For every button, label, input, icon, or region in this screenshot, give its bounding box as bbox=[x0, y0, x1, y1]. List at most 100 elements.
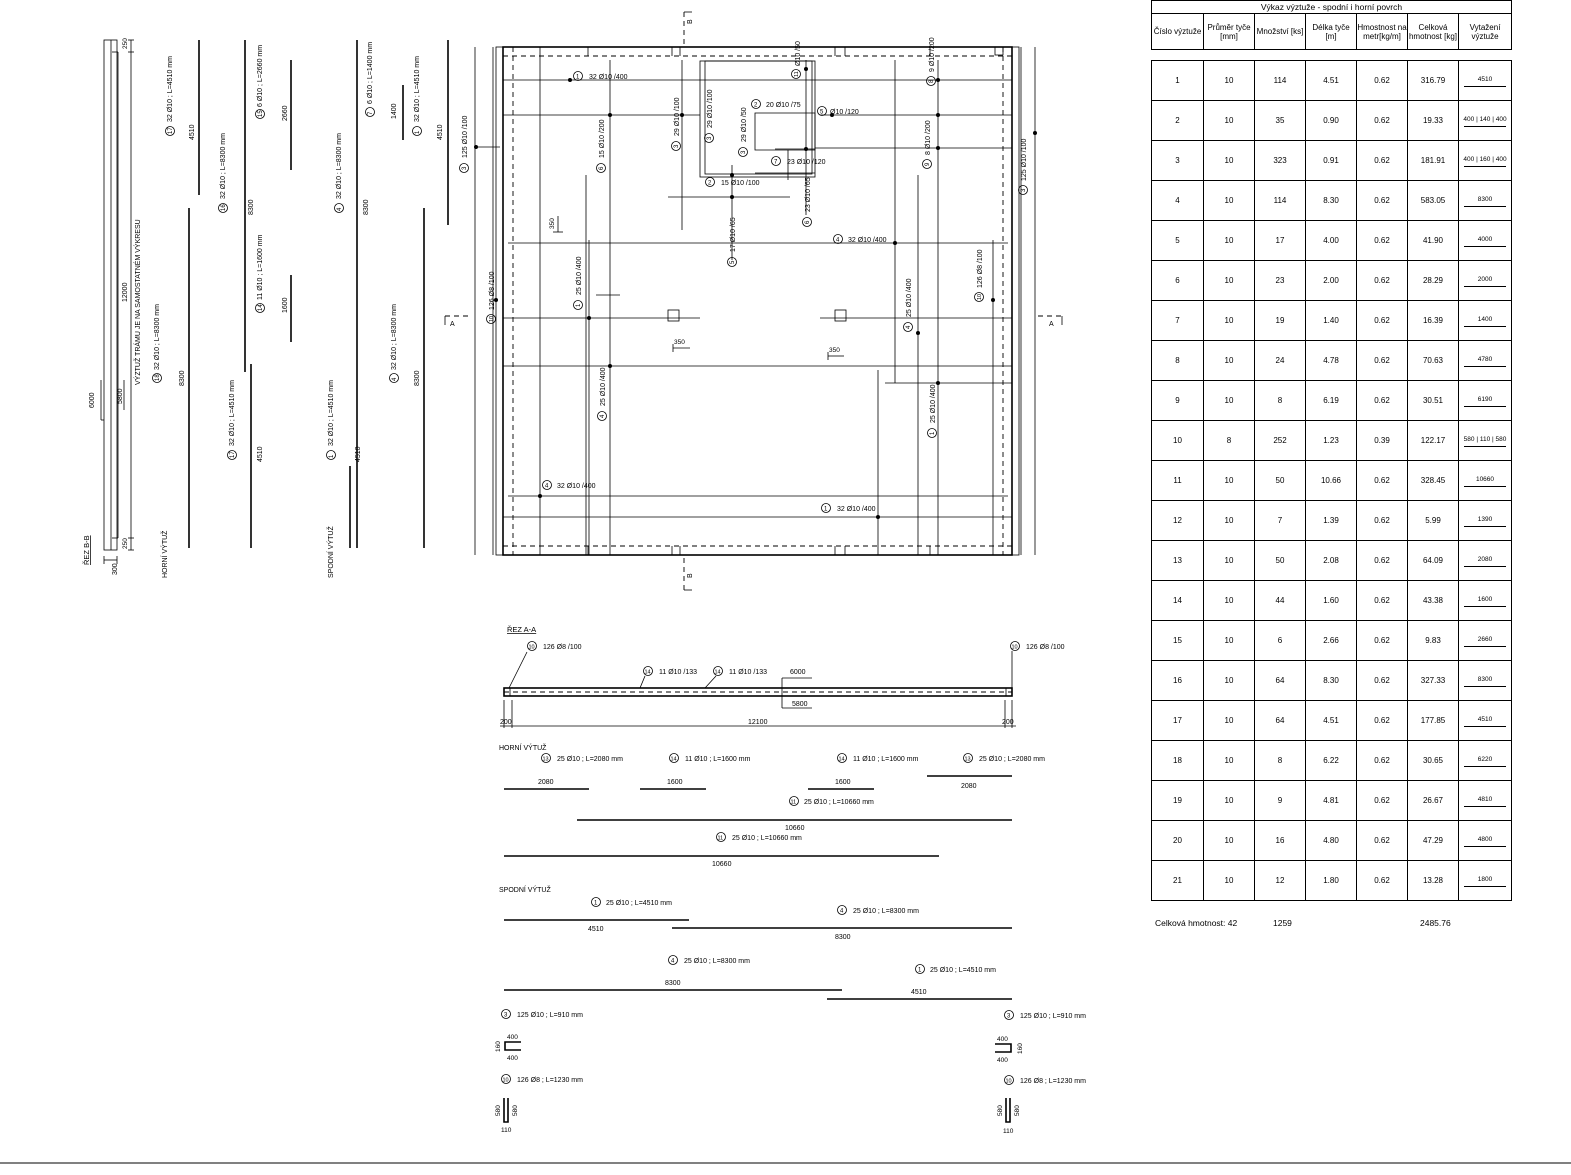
svg-text:10: 10 bbox=[1006, 1079, 1012, 1085]
schedule-cell-no: 15 bbox=[1151, 620, 1204, 661]
svg-text:6000: 6000 bbox=[790, 669, 806, 676]
aa-label: ŘEZ A-A bbox=[507, 625, 536, 634]
svg-text:200: 200 bbox=[1002, 719, 1014, 726]
schedule-cell-total: 13.28 bbox=[1407, 860, 1459, 901]
bar-shape-label: 4800 bbox=[1477, 836, 1493, 843]
schedule-cell-no: 3 bbox=[1151, 140, 1204, 181]
svg-text:10: 10 bbox=[503, 1078, 509, 1084]
schedule-cell-w: 0.62 bbox=[1356, 860, 1408, 901]
schedule-cell-d: 10 bbox=[1203, 820, 1255, 861]
aa-upper-11-b: 11 25 Ø10 ; L=10660 mm 10660 bbox=[504, 832, 939, 868]
schedule-cell-w: 0.62 bbox=[1356, 620, 1408, 661]
svg-text:32 Ø10 ; L=8300 mm: 32 Ø10 ; L=8300 mm bbox=[154, 304, 161, 370]
svg-text:400: 400 bbox=[507, 1034, 518, 1041]
svg-text:580: 580 bbox=[997, 1105, 1004, 1116]
svg-text:110: 110 bbox=[1003, 1128, 1014, 1135]
svg-text:8: 8 bbox=[929, 79, 935, 83]
schedule-cell-qty: 16 bbox=[1254, 820, 1306, 861]
schedule-cell-len: 4.51 bbox=[1305, 60, 1357, 101]
schedule-cell-total: 64.09 bbox=[1407, 540, 1459, 581]
svg-text:4: 4 bbox=[840, 909, 844, 915]
col-header: Průměr tyče [mm] bbox=[1203, 13, 1255, 50]
svg-text:4: 4 bbox=[337, 207, 343, 211]
upper-bar-18: 18 32 Ø10 ; L=8300 mm 8300 bbox=[152, 304, 186, 386]
upper-bar-17a: 17 32 Ø10 ; L=4510 mm 4510 bbox=[165, 56, 196, 140]
schedule-cell-qty: 35 bbox=[1254, 100, 1306, 141]
svg-text:25 Ø10 /400: 25 Ø10 /400 bbox=[600, 367, 607, 406]
bar-shape-line bbox=[1464, 446, 1506, 447]
bb-dim-5800: 5800 bbox=[117, 388, 124, 404]
svg-text:32 Ø10 /400: 32 Ø10 /400 bbox=[589, 74, 628, 81]
schedule-cell-no: 21 bbox=[1151, 860, 1204, 901]
svg-text:7: 7 bbox=[368, 111, 374, 115]
svg-text:126 Ø8 /100: 126 Ø8 /100 bbox=[1026, 644, 1065, 651]
plan-callout-4-bottom: 4 32 Ø10 /400 bbox=[542, 480, 596, 490]
schedule-cell-shape: 6220 bbox=[1458, 740, 1512, 781]
svg-text:15 Ø10 /200: 15 Ø10 /200 bbox=[599, 119, 606, 158]
bb-dim-300: 300 bbox=[112, 563, 119, 575]
svg-text:15 Ø10 /100: 15 Ø10 /100 bbox=[721, 180, 760, 187]
svg-text:25 Ø10 ; L=8300 mm: 25 Ø10 ; L=8300 mm bbox=[684, 958, 750, 965]
svg-text:125 Ø10 ; L=910 mm: 125 Ø10 ; L=910 mm bbox=[517, 1012, 583, 1019]
plan-callout-2-lower: 2 15 Ø10 /100 bbox=[705, 177, 760, 187]
svg-text:2080: 2080 bbox=[961, 783, 977, 790]
bar-shape-label: 4510 bbox=[1477, 716, 1493, 723]
svg-text:1: 1 bbox=[824, 507, 828, 513]
svg-text:4510: 4510 bbox=[588, 926, 604, 933]
schedule-cell-w: 0.62 bbox=[1356, 260, 1408, 301]
schedule-cell-d: 10 bbox=[1203, 860, 1255, 901]
svg-text:126 Ø8 /100: 126 Ø8 /100 bbox=[489, 271, 496, 310]
schedule-cell-len: 0.90 bbox=[1305, 100, 1357, 141]
bar-shape-line bbox=[1464, 286, 1506, 287]
schedule-cell-shape: 1400 bbox=[1458, 300, 1512, 341]
schedule-cell-len: 6.19 bbox=[1305, 380, 1357, 421]
bar-shape-line bbox=[1464, 166, 1506, 167]
svg-text:32 Ø10 ; L=8300 mm: 32 Ø10 ; L=8300 mm bbox=[391, 304, 398, 370]
svg-text:4: 4 bbox=[906, 325, 912, 329]
col-header: Číslo výztuže bbox=[1151, 13, 1204, 50]
svg-text:11 Ø10 ; L=1600 mm: 11 Ø10 ; L=1600 mm bbox=[257, 234, 264, 300]
svg-text:5: 5 bbox=[730, 260, 736, 264]
upper-bar-17b: 17 32 Ø10 ; L=4510 mm 4510 bbox=[227, 380, 264, 462]
schedule-cell-w: 0.62 bbox=[1356, 740, 1408, 781]
svg-text:1600: 1600 bbox=[282, 297, 289, 313]
schedule-cell-no: 20 bbox=[1151, 820, 1204, 861]
svg-text:125 Ø10 /100: 125 Ø10 /100 bbox=[1021, 138, 1028, 181]
schedule-cell-shape: 4510 bbox=[1458, 700, 1512, 741]
svg-text:11 Ø10 /133: 11 Ø10 /133 bbox=[659, 669, 697, 676]
bb-dim-12000: 12000 bbox=[122, 282, 129, 302]
svg-text:15: 15 bbox=[258, 110, 264, 117]
schedule-cell-shape: 10660 bbox=[1458, 460, 1512, 501]
col-header: Celková hmotnost [kg] bbox=[1407, 13, 1459, 50]
svg-text:32 Ø10 ; L=8300 mm: 32 Ø10 ; L=8300 mm bbox=[220, 133, 227, 199]
svg-text:1: 1 bbox=[594, 901, 598, 907]
schedule-cell-qty: 9 bbox=[1254, 780, 1306, 821]
svg-text:32 Ø10 /400: 32 Ø10 /400 bbox=[557, 483, 596, 490]
svg-text:1: 1 bbox=[415, 130, 421, 134]
schedule-cell-len: 4.51 bbox=[1305, 700, 1357, 741]
svg-text:29 Ø10 /100: 29 Ø10 /100 bbox=[674, 97, 681, 136]
svg-text:25 Ø10 ; L=2080 mm: 25 Ø10 ; L=2080 mm bbox=[979, 756, 1045, 763]
plan-callout-3-c: 3 29 Ø10 /50 bbox=[738, 107, 748, 157]
svg-text:17 Ø10 /65: 17 Ø10 /65 bbox=[730, 217, 737, 252]
lower-bar-1a: 1 32 Ø10 ; L=4510 mm 4510 bbox=[412, 56, 444, 140]
svg-text:10: 10 bbox=[977, 294, 983, 300]
section-marks: B B A A bbox=[444, 11, 1063, 591]
svg-text:25 Ø10 /400: 25 Ø10 /400 bbox=[906, 278, 913, 317]
svg-text:A: A bbox=[1049, 321, 1054, 328]
schedule-cell-d: 10 bbox=[1203, 220, 1255, 261]
schedule-cell-len: 2.08 bbox=[1305, 540, 1357, 581]
svg-text:25 Ø10 /400: 25 Ø10 /400 bbox=[576, 256, 583, 295]
bar-shape-line bbox=[1464, 486, 1506, 487]
bar-shape-line bbox=[1464, 606, 1506, 607]
schedule-cell-d: 10 bbox=[1203, 540, 1255, 581]
schedule-cell-total: 43.38 bbox=[1407, 580, 1459, 621]
bar-shape-label: 6190 bbox=[1477, 396, 1493, 403]
bar-shape-label: 1600 bbox=[1477, 596, 1493, 603]
svg-text:4: 4 bbox=[392, 377, 398, 381]
col-header: Vytažení výztuže bbox=[1458, 13, 1512, 50]
svg-text:400: 400 bbox=[507, 1055, 518, 1062]
